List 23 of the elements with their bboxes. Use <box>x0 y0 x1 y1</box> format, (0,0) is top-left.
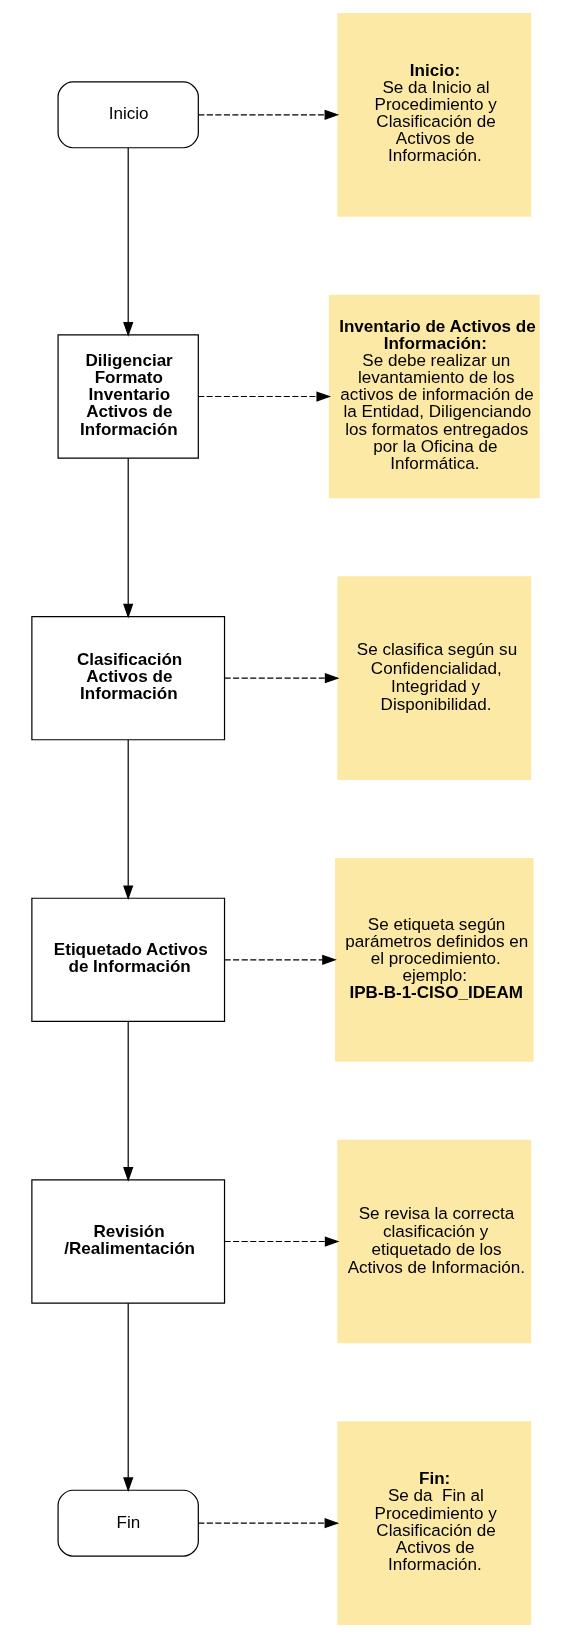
arrow <box>224 954 337 965</box>
node-box: Inventario de Activos de Información: Se debe realizar un levantamiento de los activos de información de la Entidad, Diligenciando los formatos entregados por la Oficina de Informática. <box>328 294 540 499</box>
node-box: Inicio: Se da Inicio al Procedimiento y Clasificación de Activos de Información. <box>337 13 532 217</box>
node-box: Fin <box>57 1489 199 1557</box>
arrow <box>123 1021 134 1182</box>
node-box: Revisión /Realimentación <box>31 1179 226 1304</box>
arrow <box>123 1302 134 1492</box>
arrow <box>123 739 134 901</box>
node-box: Fin: Se da Fin al Procedimiento y Clasificación de Activos de Información. <box>337 1421 532 1625</box>
node-box: Etiquetado Activos de Información <box>31 897 226 1022</box>
arrow <box>197 391 332 402</box>
node-box: Se etiqueta según parámetros definidos en el procedimiento. ejemplo: IPB-B-1-CISO_IDEAM <box>334 858 534 1062</box>
arrow <box>197 109 340 120</box>
arrow <box>224 1236 340 1247</box>
node-box: Inicio <box>57 81 199 149</box>
arrow <box>224 673 340 684</box>
arrow <box>123 457 134 619</box>
node-box: Clasificación Activos de Información <box>31 616 226 741</box>
arrow <box>123 147 134 337</box>
node-box: Diligenciar Formato Inventario Activos de Información <box>57 334 199 459</box>
arrow <box>197 1518 340 1529</box>
node-box: Se clasifica según su Confidencialidad, Integridad y Disponibilidad. <box>337 576 532 780</box>
node-box: Se revisa la correcta clasificación y etiquetado de los Activos de Información. <box>337 1139 532 1344</box>
